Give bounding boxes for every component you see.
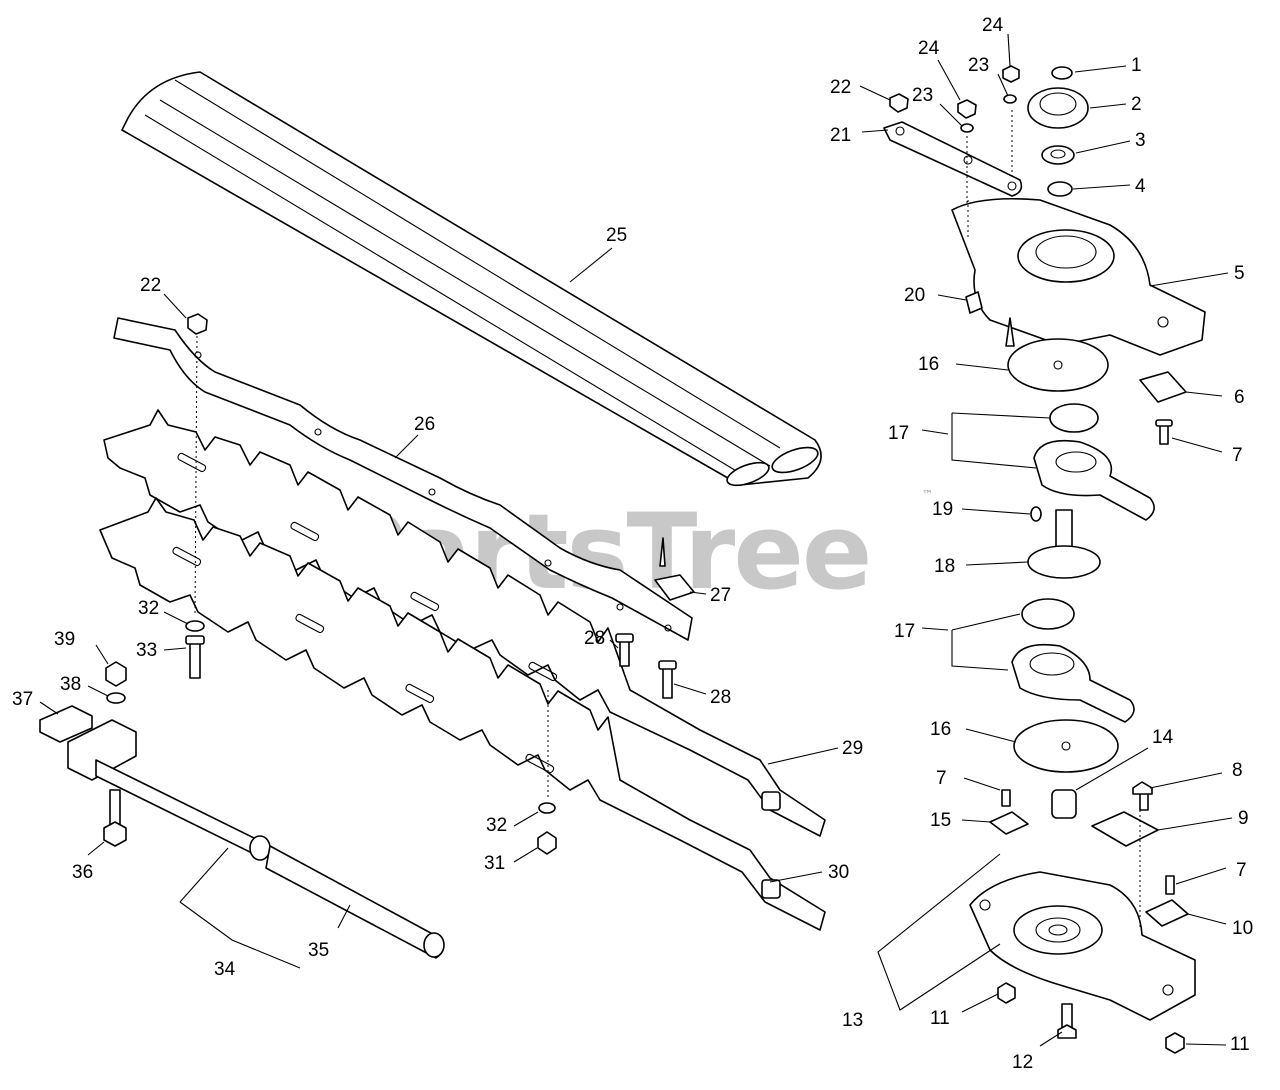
callout-7-lower: 7	[1236, 860, 1247, 881]
callout-22-left: 22	[140, 275, 161, 296]
left-fasteners	[185, 313, 695, 855]
callout-30: 30	[828, 862, 849, 883]
callout-9: 9	[1238, 808, 1249, 829]
callout-4: 4	[1135, 176, 1146, 197]
callout-23-left: 23	[912, 85, 933, 106]
callout-7-middle: 7	[936, 768, 947, 789]
part-25-blade-cover	[121, 71, 822, 487]
callout-1: 1	[1131, 55, 1142, 76]
callout-31: 31	[484, 853, 505, 874]
callout-24-left: 24	[918, 38, 940, 59]
callout-11-right: 11	[1230, 1034, 1250, 1055]
callout-17-upper: 17	[888, 423, 909, 444]
callout-11-left: 11	[930, 1008, 950, 1029]
callout-8: 8	[1232, 760, 1243, 781]
callout-33: 33	[136, 640, 157, 661]
callout-32-left: 32	[138, 598, 159, 619]
callout-28-upper: 28	[584, 628, 605, 649]
callout-13: 13	[842, 1010, 863, 1031]
callout-14: 14	[1152, 727, 1174, 748]
callout-28-lower: 28	[710, 687, 731, 708]
callout-25: 25	[606, 225, 627, 246]
callout-17-lower: 17	[894, 621, 915, 642]
callout-6: 6	[1234, 387, 1245, 408]
callout-24-right: 24	[982, 15, 1004, 36]
callout-5: 5	[1234, 263, 1245, 284]
callout-2: 2	[1131, 94, 1142, 115]
callout-22-right: 22	[830, 77, 851, 98]
part-30-lower-blade	[99, 497, 826, 931]
callout-16-upper: 16	[918, 354, 939, 375]
part-29-upper-blade	[103, 409, 826, 837]
callout-15: 15	[930, 810, 951, 831]
callout-37: 37	[12, 689, 33, 710]
callout-29: 29	[842, 738, 863, 759]
callout-26: 26	[414, 414, 435, 435]
callout-38: 38	[60, 674, 81, 695]
callout-34: 34	[214, 959, 236, 980]
callout-18: 18	[934, 556, 955, 577]
callout-39: 39	[54, 629, 75, 650]
callout-20: 20	[904, 285, 925, 306]
handle-assembly	[39, 661, 445, 959]
callout-23-right: 23	[968, 55, 989, 76]
callout-35: 35	[308, 940, 329, 961]
callout-21: 21	[830, 125, 851, 146]
callout-10: 10	[1232, 918, 1253, 939]
callout-3: 3	[1135, 130, 1146, 151]
gear-assembly	[883, 65, 1206, 1054]
callout-12: 12	[1012, 1052, 1033, 1073]
callout-19: 19	[932, 499, 953, 520]
callout-16-lower: 16	[930, 719, 951, 740]
callout-27: 27	[710, 585, 731, 606]
callout-labels: 1 2 3 4 5 6 7 7 7 8 9 10 11 11 12 13 14 …	[12, 15, 1253, 1073]
leader-lines	[39, 33, 1233, 1047]
watermark-trademark: ™	[922, 488, 933, 501]
part-26-top-bar	[113, 317, 693, 641]
callout-32-right: 32	[486, 815, 507, 836]
callout-7-upper: 7	[1232, 445, 1243, 466]
callout-36: 36	[72, 862, 93, 883]
